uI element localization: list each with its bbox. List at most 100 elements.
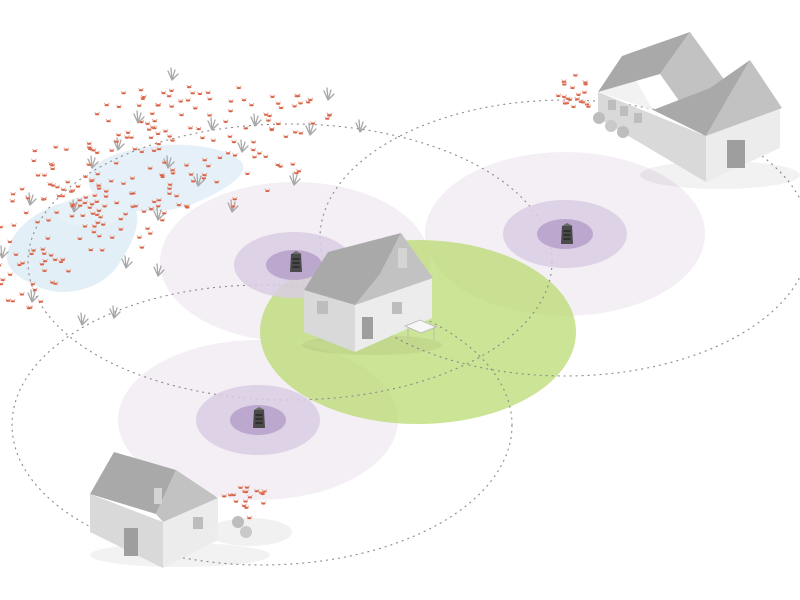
insect-icon [131, 146, 138, 151]
insect-icon [289, 161, 296, 166]
insect-icon [60, 187, 67, 192]
insect-icon [291, 103, 298, 108]
insect-icon [241, 503, 248, 508]
insect-icon [265, 118, 272, 123]
insect-icon [250, 147, 257, 152]
insect-icon [233, 499, 240, 504]
insect-icon [228, 98, 234, 103]
insect-icon [266, 113, 273, 118]
insect-icon [242, 125, 249, 130]
insect-icon [7, 272, 14, 277]
insect-icon [52, 144, 59, 149]
barn-icon [593, 32, 800, 189]
insect-icon [19, 186, 26, 191]
insect-icon [251, 154, 258, 159]
insect-icon [575, 92, 582, 97]
insect-icon [155, 141, 162, 146]
insect-icon [185, 97, 192, 102]
insect-icon [75, 184, 81, 189]
grass-tuft-icon [207, 117, 219, 131]
insect-icon [35, 172, 41, 177]
insect-icon [10, 223, 17, 228]
insect-icon [561, 79, 567, 84]
insect-icon [94, 150, 101, 155]
insect-icon [47, 181, 53, 186]
insect-icon [31, 287, 38, 292]
insect-icon [40, 197, 47, 202]
grass-tuft-icon [167, 67, 179, 81]
insect-icon [248, 102, 255, 107]
insect-icon [569, 85, 576, 90]
insect-icon [297, 130, 304, 135]
insect-icon [86, 141, 93, 146]
insect-icon [282, 134, 289, 139]
insect-icon [0, 277, 6, 282]
insect-icon [178, 112, 185, 117]
trap-device-icon [561, 223, 573, 244]
insect-icon [149, 111, 156, 116]
insect-icon [120, 90, 127, 95]
insect-icon [59, 193, 66, 198]
grass-tuft-icon [0, 245, 9, 259]
house-icon [302, 233, 442, 355]
insect-icon [23, 210, 30, 215]
insect-icon [226, 134, 233, 139]
insect-icon [5, 298, 12, 303]
insect-icon [561, 81, 568, 86]
insect-icon [148, 135, 155, 140]
insect-icon [128, 135, 135, 140]
grass-tuft-icon [250, 113, 262, 127]
grass-tuft-icon [77, 312, 89, 326]
insect-icon [246, 515, 253, 520]
insect-icon [10, 191, 17, 196]
insect-icon [187, 125, 194, 130]
insect-icon [222, 119, 229, 124]
insect-icon [250, 139, 257, 144]
insect-icon [161, 210, 168, 215]
insect-icon [292, 129, 299, 134]
insect-icon [9, 198, 16, 203]
insect-icon [196, 91, 203, 96]
insect-icon [275, 121, 282, 126]
insect-icon [94, 111, 101, 116]
insect-icon [297, 100, 304, 105]
insect-icon [151, 118, 158, 123]
insect-icon [41, 172, 48, 177]
insect-icon [570, 104, 577, 109]
insect-icon [136, 235, 143, 240]
insect-icon [295, 93, 301, 98]
insect-icon [115, 104, 122, 109]
insect-icon [192, 105, 199, 110]
insect-icon [25, 195, 31, 200]
insect-icon [49, 166, 56, 171]
grass-tuft-icon [237, 139, 249, 153]
insect-icon [555, 93, 562, 98]
insect-icon [195, 126, 202, 131]
insect-icon [136, 103, 143, 108]
grass-tuft-icon [323, 87, 335, 101]
insect-icon [54, 184, 61, 189]
insect-icon [232, 152, 238, 157]
insect-icon [63, 147, 70, 152]
insect-icon [189, 90, 196, 95]
insect-icon [584, 101, 590, 106]
insect-icon [115, 132, 122, 137]
insect-icon [162, 128, 169, 133]
insect-icon [274, 162, 281, 167]
insect-icon [241, 97, 247, 102]
insect-icon [103, 102, 110, 107]
marsh-area [7, 144, 244, 292]
insect-icon [138, 245, 145, 250]
insect-icon [235, 85, 242, 90]
insect-icon [86, 145, 93, 150]
insect-icon [18, 291, 25, 296]
insect-icon [166, 93, 173, 98]
insect-icon [31, 148, 38, 153]
insect-icon [256, 150, 263, 155]
insect-icon [307, 97, 314, 102]
insect-icon [9, 298, 16, 303]
insect-icon [0, 281, 4, 286]
grass-tuft-icon [121, 255, 133, 269]
insect-icon [206, 96, 213, 101]
insect-icon [147, 231, 154, 236]
